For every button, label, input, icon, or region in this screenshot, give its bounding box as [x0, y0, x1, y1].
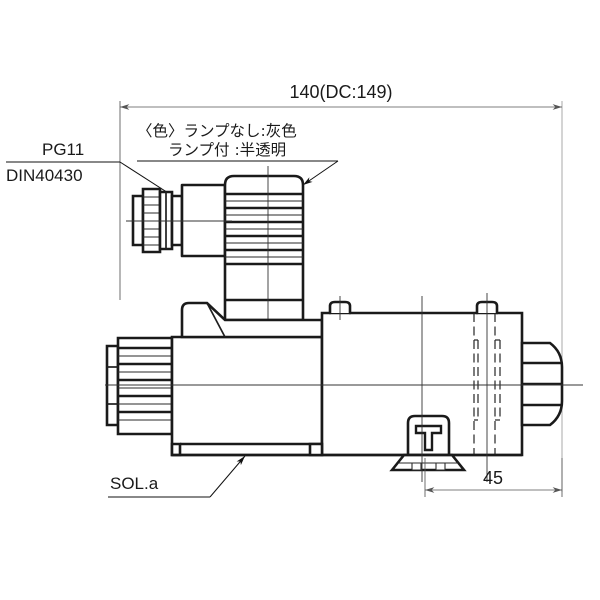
valve-mounting-foot — [389, 453, 467, 472]
coil-shoulder-edge — [206, 302, 226, 338]
connector-ribs — [225, 192, 303, 266]
coil-shoulder — [180, 301, 324, 339]
gland-neck — [170, 194, 184, 247]
connector-thread-line2: DIN40430 — [6, 166, 83, 185]
body-junction-step — [308, 442, 324, 457]
coil-flange-corner — [170, 442, 182, 457]
valve-nameplate — [406, 414, 451, 457]
overall-length-dimension: 140(DC:149) — [119, 82, 563, 492]
color-note-line2: ランプ付 :半透明 — [168, 141, 286, 159]
port-spacing-label: 45 — [483, 468, 503, 488]
foot-notch-left — [411, 462, 422, 471]
gland-end-cap — [131, 194, 145, 247]
hidden-bore-lines — [473, 313, 501, 455]
color-note-leader — [302, 160, 339, 186]
nameplate-t-glyph — [414, 424, 443, 452]
connector-thread-line1: PG11 — [42, 140, 84, 159]
foot-notch-right — [435, 462, 446, 471]
solenoid-annotation: SOL.a — [108, 455, 246, 498]
solenoid-coil-block — [170, 335, 324, 457]
override-knurl-teeth — [118, 346, 172, 421]
manual-override-knob — [105, 336, 174, 436]
connector-body — [223, 174, 305, 322]
solenoid-label: SOL.a — [110, 474, 159, 493]
cable-gland-nut — [131, 187, 184, 254]
color-note-annotation: 〈色〉ランプなし:灰色 ランプ付 :半透明 — [137, 122, 339, 186]
color-note-line1: 〈色〉ランプなし:灰色 — [137, 122, 297, 140]
hex-port-end — [520, 341, 564, 427]
solenoid-leader — [209, 455, 246, 498]
gland-knurl-teeth — [143, 196, 160, 246]
connector-arm — [180, 183, 227, 258]
port-spacing-dimension: 45 — [424, 458, 563, 497]
centerlines — [105, 293, 583, 482]
override-end-cap — [105, 344, 120, 427]
overall-length-label: 140(DC:149) — [289, 82, 392, 102]
din-connector-assembly — [126, 166, 305, 330]
